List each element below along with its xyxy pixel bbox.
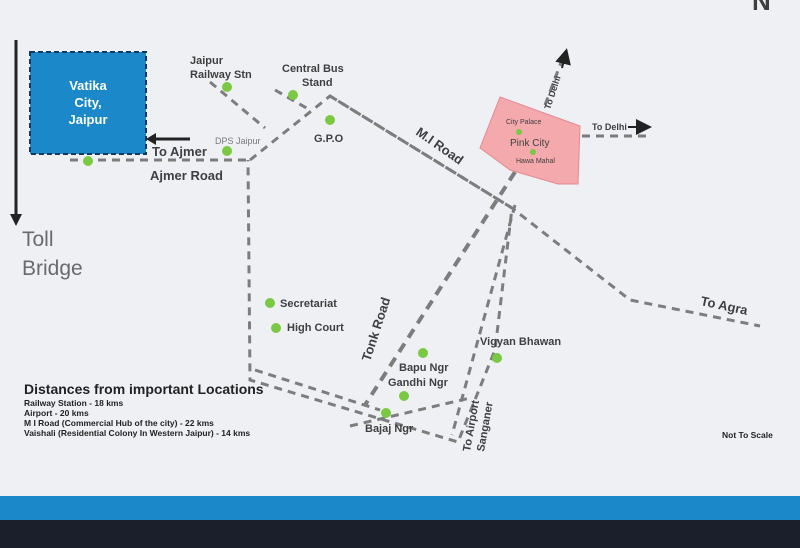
toll-label: Toll [22,228,54,251]
railway-stn-label-2: Railway Stn [190,69,252,81]
ajmer-road-label: Ajmer Road [150,168,223,183]
gandhi-ngr-road [349,396,471,428]
airport-road [450,204,517,436]
vigyan-bhawan-dot [492,353,502,363]
lower-road [254,368,381,412]
distance-row-railway: Railway Station - 18 kms [24,398,123,408]
bapu-ngr-label: Bapu Ngr [399,362,449,374]
dps-jaipur-label: DPS Jaipur [215,136,261,146]
bus-stand-road [274,88,311,112]
vatika-city-box [29,51,147,155]
bus-stand-label-1: Central Bus [282,63,344,75]
to-delhi-vertical-label: To Delhi [542,74,562,110]
bajaj-ngr-dot [381,408,391,418]
footer-dark-strip [0,520,800,548]
mi-road-label: M.I Road [413,124,466,167]
vatika-city-line-1: Vatika [69,78,107,93]
high-court-dot [271,323,281,333]
toll-bridge-arrowhead [10,214,22,226]
railway-stn-dot [222,82,232,92]
hawa-mahal-dot [530,149,536,155]
hawa-mahal-label: Hawa Mahal [516,158,555,165]
gandhi-ngr-dot [399,391,409,401]
railway-stn-road [209,80,266,130]
bapu-ngr-dot [418,348,428,358]
distance-row-mi-road: M I Road (Commercial Hub of the city) - … [24,418,214,428]
bridge-label: Bridge [22,257,83,280]
footer-blue-strip [0,496,800,520]
location-map: N Toll Bridge Vatika City, Jaipur To Ajm… [0,0,800,496]
to-delhi-vertical-arrow [555,48,571,69]
secretariat-dot [265,298,275,308]
vigyan-bhawan-label: Vigyan Bhawan [480,336,561,348]
bus-stand-label-2: Stand [302,77,333,89]
bus-stand-dot [288,90,298,100]
vatika-city-line-3: Jaipur [68,112,107,127]
vatika-city-line-2: City, [74,95,101,110]
gandhi-ngr-label: Gandhi Ngr [388,377,449,389]
distance-row-airport: Airport - 20 kms [24,408,89,418]
tonk-road [363,170,517,407]
high-court-label: High Court [287,322,344,334]
secretariat-label: Secretariat [280,298,337,310]
pink-city-area [479,96,581,185]
tonk-road-label: Tonk Road [359,295,394,363]
bajaj-ngr-label: Bajaj Ngr [365,423,414,435]
gpo-dot [325,115,335,125]
railway-stn-label-1: Jaipur [190,55,224,67]
city-palace-dot [516,129,522,135]
not-to-scale-label: Not To Scale [722,430,773,440]
to-delhi-horizontal-label: To Delhi [592,122,627,132]
distances-title: Distances from important Locations [24,381,264,397]
city-palace-label: City Palace [506,119,542,126]
compass-north-label: N [752,0,771,16]
map-canvas: N Toll Bridge Vatika City, Jaipur To Ajm… [10,0,773,453]
to-ajmer-label: To Ajmer [152,144,207,159]
ring-road [246,94,514,444]
gpo-label: G.P.O [314,133,344,145]
to-ajmer-arrowhead [146,133,156,145]
pink-city-label: Pink City [510,138,549,149]
distance-row-vaishali: Vaishali (Residential Colony In Western … [24,428,250,438]
ajmer-road-dot [83,156,93,166]
dps-jaipur-dot [222,146,232,156]
